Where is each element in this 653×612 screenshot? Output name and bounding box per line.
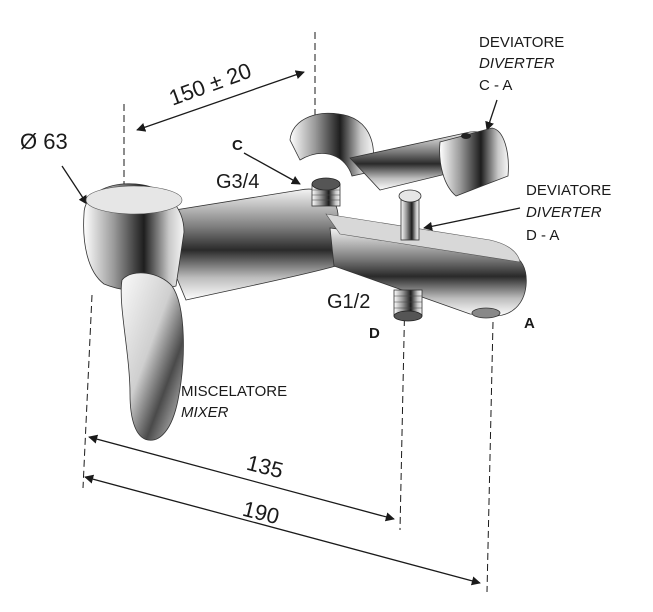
dimension-lines <box>61 70 521 586</box>
label-inlet-c: C <box>232 137 243 154</box>
label-mixer-en: MIXER <box>181 404 229 421</box>
inlet-c-top <box>311 177 341 191</box>
dim-diameter-leader <box>61 165 88 205</box>
leader-diverter-mid <box>423 207 521 231</box>
label-diverter-mid-en: DIVERTER <box>526 204 602 221</box>
label-outlet-a: A <box>524 315 535 332</box>
diverter-knob-top <box>398 189 422 203</box>
label-diverter-mid-it: DEVIATORE <box>526 182 612 199</box>
leader-c-inlet <box>243 152 301 185</box>
label-diverter-top-en: DIVERTER <box>479 55 555 72</box>
thermostat-cylinder <box>439 127 509 197</box>
label-diverter-top-path: C - A <box>479 77 513 94</box>
label-diameter: Ø 63 <box>20 129 68 154</box>
diverter-knob-stem <box>400 199 420 241</box>
ref-line-a-outlet <box>486 321 494 593</box>
spout-plate <box>325 213 521 263</box>
label-inlet-c-thread: G3/4 <box>216 171 260 193</box>
dim-135-line <box>88 434 395 522</box>
label-mixer-it: MISCELATORE <box>181 383 288 400</box>
mixer-illustration <box>83 112 527 441</box>
wall-connector-left-ring <box>85 185 183 215</box>
ref-line-body-left <box>82 294 93 489</box>
leader-diverter-top <box>485 99 498 131</box>
dim-depth-line <box>136 70 305 132</box>
label-outlet-d-thread: G1/2 <box>327 291 371 313</box>
label-outlet-d: D <box>369 325 380 342</box>
inlet-c-ridges <box>312 189 340 201</box>
dim-190-line <box>84 474 481 586</box>
mixer-lever <box>120 272 184 441</box>
thermostat-cap <box>461 133 471 139</box>
label-diverter-top-it: DEVIATORE <box>479 34 565 51</box>
outlet-d-ridges <box>394 295 422 309</box>
outlet-d-bottom <box>393 310 423 322</box>
label-diverter-mid-path: D - A <box>526 227 560 244</box>
spout-outlet <box>471 307 501 319</box>
